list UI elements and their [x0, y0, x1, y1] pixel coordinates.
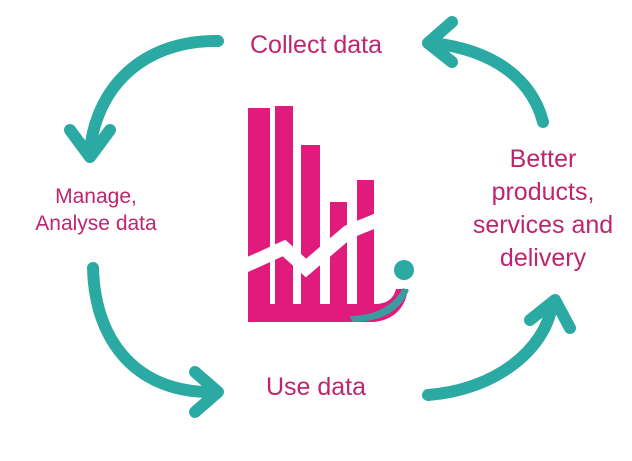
arrow-head-manage — [64, 124, 116, 163]
arrow-better-to-collect — [426, 37, 549, 128]
arrow-collect-to-manage — [84, 34, 224, 156]
arrow-head-better — [524, 294, 576, 334]
arrow-use-to-better — [422, 299, 558, 401]
arrow-head-use — [189, 366, 224, 418]
node-manage-analyse-data: Manage, Analyse data — [35, 185, 157, 236]
node-collect-data: Collect data — [249, 31, 383, 59]
bar-chart-trend-icon — [248, 106, 414, 322]
node-better-products: Better products, services and delivery — [472, 145, 614, 272]
arrow-head-collect — [422, 16, 458, 68]
node-use-data: Use data — [265, 373, 367, 401]
arrow-manage-to-use — [87, 262, 216, 398]
